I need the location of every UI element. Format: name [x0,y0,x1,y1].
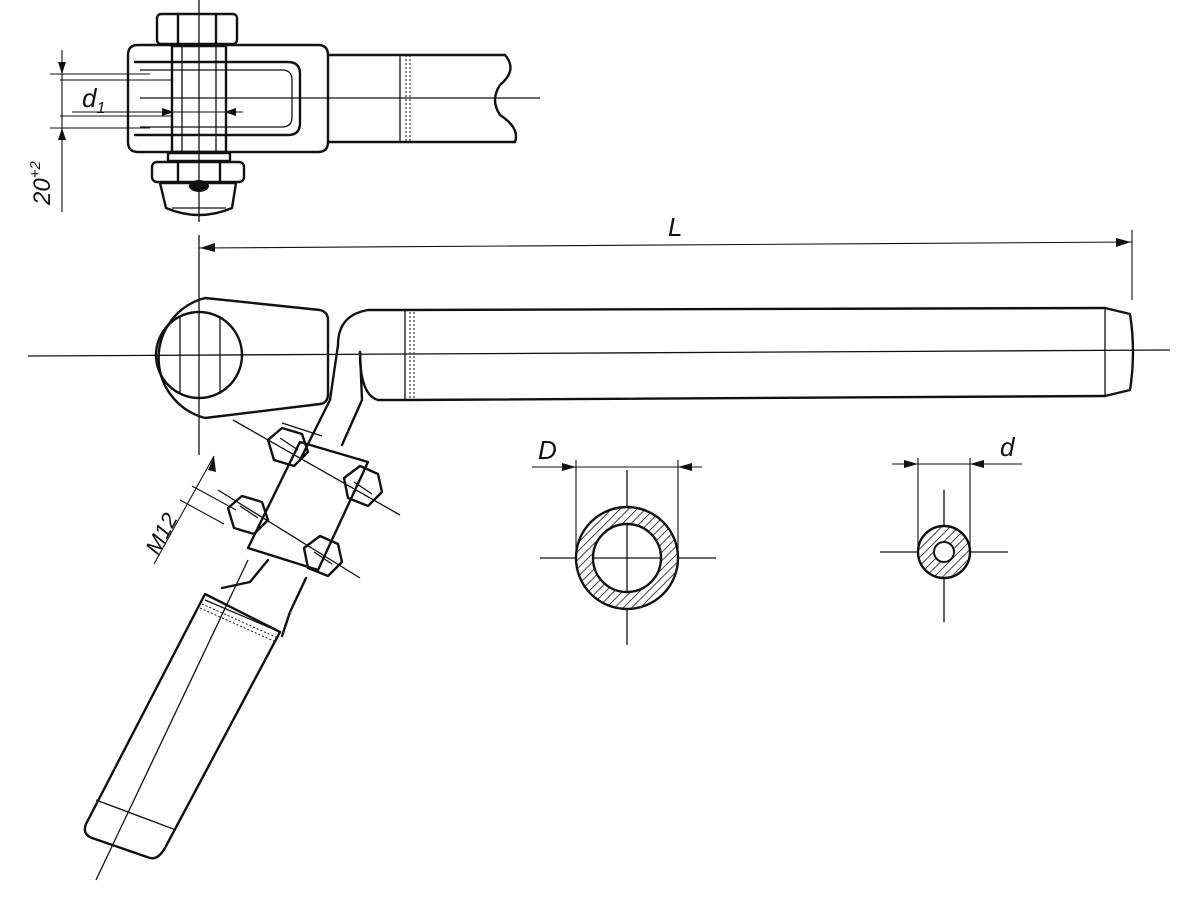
clamp-nut-1 [266,426,310,468]
section-d: d [880,432,1022,622]
d-label: d [1000,432,1016,462]
section-D: D [532,435,716,645]
diagonal-arm: M12 [83,343,401,881]
clamp-nut-4 [302,534,344,578]
top-fork-view: d1 20+2 [27,0,540,222]
main-horizontal-centerline [27,349,1171,357]
bar-bend-top [336,308,407,347]
fork-tube [326,53,518,144]
L-label: L [668,212,682,242]
fork-body [126,43,330,154]
fork-top-hex-nut [155,12,239,46]
diagonal-tube [83,559,282,881]
clamp-nut-2 [342,464,384,508]
M12-dimension: M12 [140,455,237,565]
clamp-plate [217,419,401,579]
M12-label: M12 [140,509,182,559]
d1-dimension: d1 [60,79,243,117]
tolerance-label: 20+2 [27,161,56,206]
fork-bottom-nut [150,151,246,217]
tolerance-dimension: 20+2 [27,50,150,212]
eye-end [154,296,330,420]
length-dimension: L [198,212,1133,455]
bar-bend-bottom [358,350,407,402]
d1-label: d1 [82,83,105,117]
D-label: D [538,435,557,465]
clamp-nut-3 [226,494,270,536]
main-tube [403,306,1135,402]
main-bar-view [27,296,1171,420]
